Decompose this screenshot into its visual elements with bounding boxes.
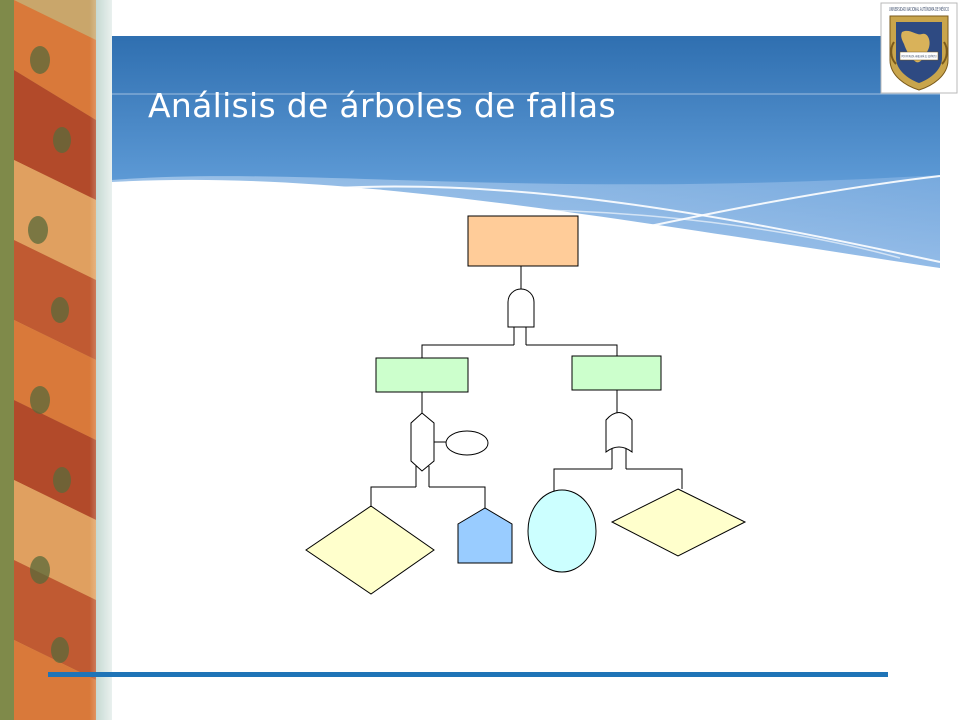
intermediate-event-left	[375, 357, 469, 393]
undeveloped-event-diamond-left	[305, 505, 435, 595]
fault-tree-diagram	[305, 215, 747, 595]
inhibit-gate-icon	[410, 412, 435, 472]
and-gate-icon	[507, 288, 535, 328]
connector-and-to-right-event	[526, 344, 618, 356]
crest-caption: UNIVERSIDAD NACIONAL AUTÓNOMA DE MÉXICO	[889, 5, 949, 13]
header-band	[100, 36, 960, 300]
basic-event-circle	[527, 489, 597, 573]
conditioning-event-ellipse	[445, 430, 489, 456]
connector-inhibit-to-house	[429, 486, 486, 509]
connector-and-to-left-event	[421, 344, 514, 358]
undeveloped-event-diamond-right	[610, 488, 747, 557]
footer-divider	[48, 672, 888, 677]
crest-motto: POR MI RAZA HABLARÁ EL ESPÍRITU	[902, 54, 937, 59]
intermediate-event-right	[571, 355, 662, 391]
house-event-icon	[457, 507, 513, 564]
connector-or-to-circle	[553, 468, 612, 491]
top-event-box	[467, 215, 579, 267]
mural-strip	[0, 0, 112, 720]
slide-title: Análisis de árboles de fallas	[148, 86, 616, 125]
university-crest: UNIVERSIDAD NACIONAL AUTÓNOMA DE MÉXICO …	[880, 2, 958, 94]
or-gate-icon	[605, 412, 633, 454]
connector-or-to-diamond	[626, 468, 683, 489]
